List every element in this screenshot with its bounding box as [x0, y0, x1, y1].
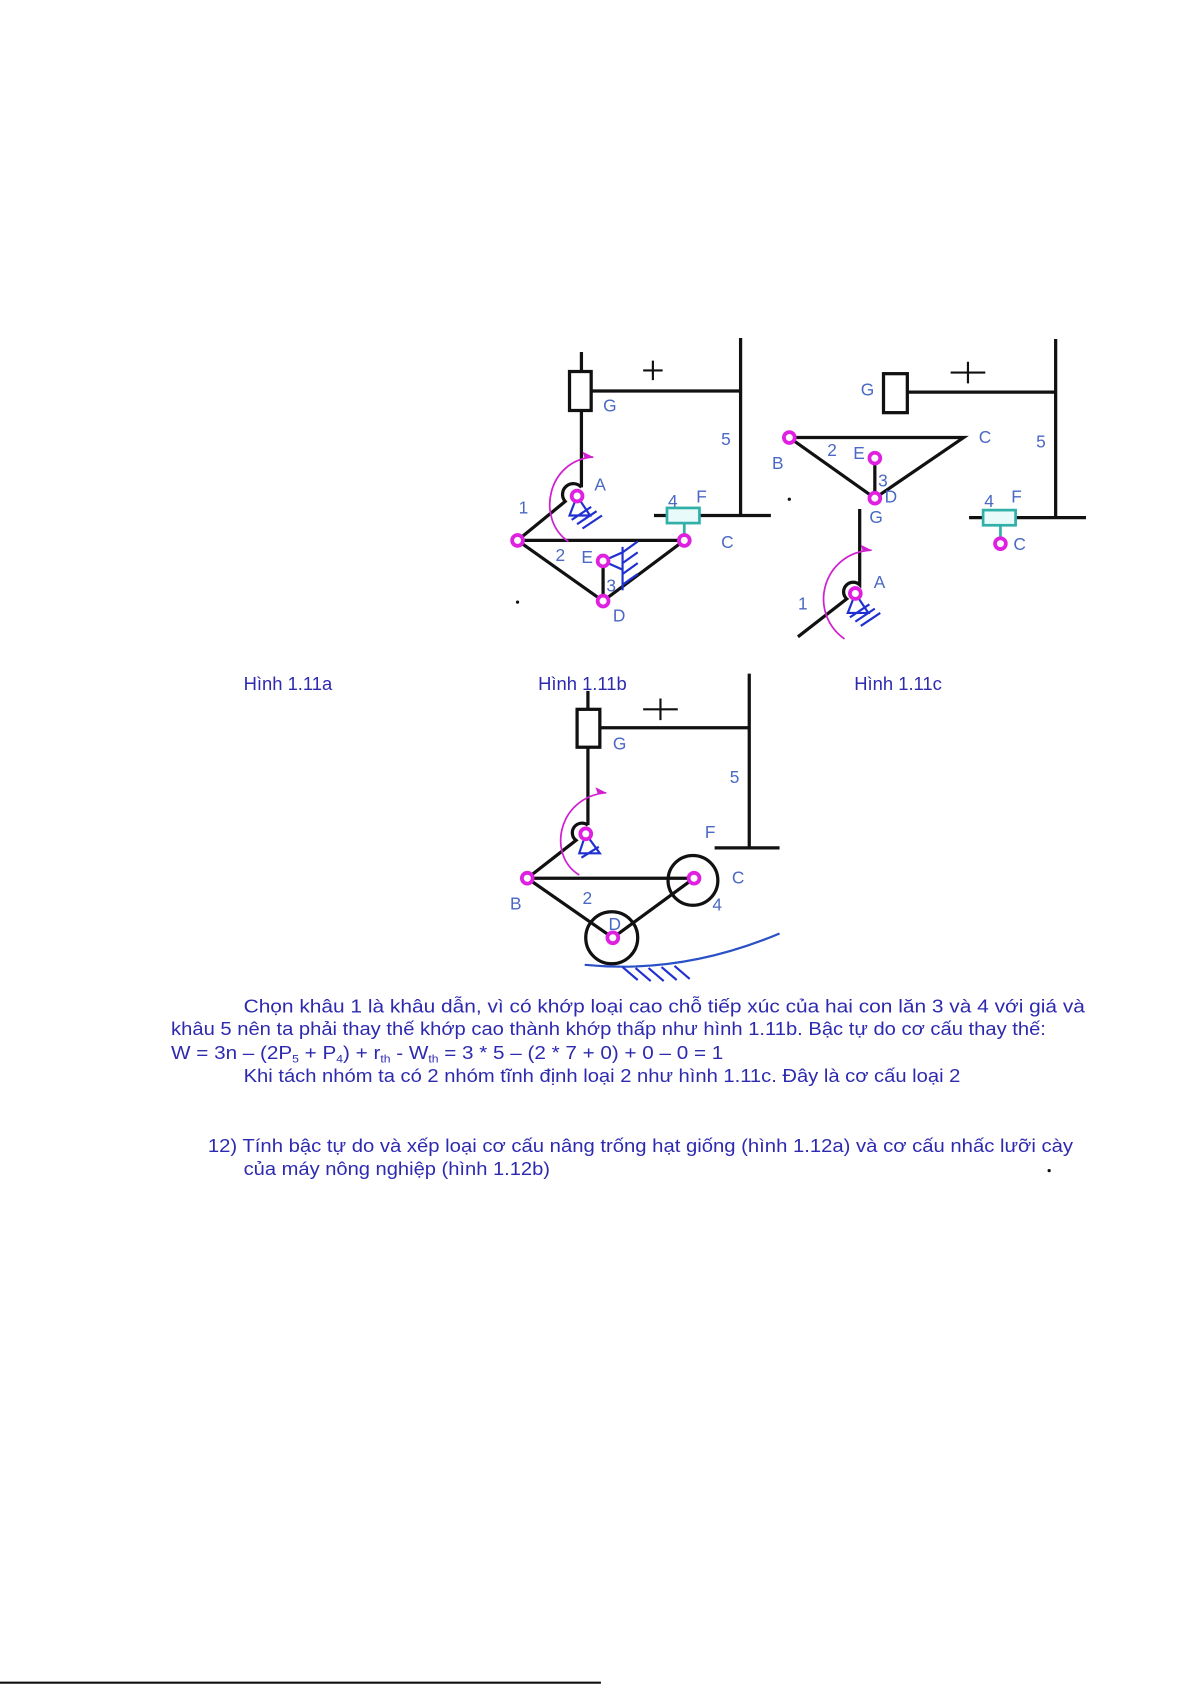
label-d: D: [885, 487, 898, 507]
label-f: F: [696, 487, 707, 507]
caption-figure-1-11c: Hình 1.11c: [854, 673, 942, 694]
label-c: C: [979, 427, 992, 447]
paragraph-line-2: khâu 5 nên ta phải thay thế khớp cao thà…: [171, 1018, 1046, 1039]
exercise-12-line-1: 12) Tính bậc tự do và xếp loại cơ cấu nâ…: [208, 1135, 1074, 1156]
label-b: B: [510, 894, 522, 914]
label-a: A: [874, 572, 886, 592]
formula-subscript: th: [380, 1053, 390, 1065]
paragraph-line-1: Chọn khâu 1 là khâu dẫn, vì có khớp loại…: [244, 995, 1086, 1016]
label-5: 5: [721, 429, 731, 449]
formula-part: - W: [390, 1042, 429, 1063]
label-4: 4: [712, 895, 722, 915]
exercise-12-line-2: của máy nông nghiệp (hình 1.12b): [244, 1158, 550, 1179]
formula-subscript: 5: [292, 1053, 299, 1065]
label-2: 2: [555, 545, 565, 565]
figure-1-11b-diagram: G 5 B 2 4 C F D: [510, 673, 780, 982]
label-1: 1: [798, 594, 808, 614]
paragraph-line-4: Khi tách nhóm ta có 2 nhóm tĩnh định loạ…: [244, 1065, 961, 1086]
label-3: 3: [606, 575, 616, 595]
label-e: E: [581, 547, 593, 567]
label-g: G: [603, 396, 616, 416]
label-5: 5: [730, 767, 740, 787]
caption-figure-1-11b: Hình 1.11b: [538, 673, 627, 694]
formula-subscript: 4: [336, 1053, 343, 1065]
label-c-lower: C: [1013, 534, 1026, 554]
label-3: 3: [878, 470, 888, 490]
label-g-lower: G: [869, 507, 882, 527]
formula-part: = 3 * 5 – (2 * 7 + 0) + 0 – 0 = 1: [438, 1042, 723, 1063]
label-e: E: [853, 443, 865, 463]
label-d: D: [608, 914, 621, 934]
formula-subscript: th: [428, 1053, 438, 1065]
formula-part: ) + r: [343, 1042, 380, 1063]
label-4: 4: [984, 491, 994, 511]
label-g: G: [861, 379, 874, 399]
formula-part: + P: [299, 1042, 336, 1063]
label-4: 4: [668, 491, 678, 511]
label-5: 5: [1036, 431, 1046, 451]
label-2: 2: [827, 440, 837, 460]
caption-figure-1-11a: Hình 1.11a: [244, 673, 333, 694]
label-c: C: [721, 532, 734, 552]
label-2: 2: [583, 888, 593, 908]
label-f: F: [1011, 487, 1022, 507]
label-d: D: [613, 606, 626, 626]
label-c: C: [732, 868, 745, 888]
label-b: B: [772, 453, 784, 473]
label-f: F: [705, 822, 716, 842]
figure-1-11c-diagram: G C 5 B 2 E 3 D G 4 F C A 1: [772, 339, 1086, 640]
figure-1-11a-diagram: G 5 A 1 4 F C 2 E 3 D: [510, 337, 771, 626]
label-g: G: [613, 733, 626, 753]
label-1: 1: [519, 497, 529, 517]
label-a: A: [594, 475, 606, 495]
formula-part: W = 3n – (2P: [171, 1042, 292, 1063]
